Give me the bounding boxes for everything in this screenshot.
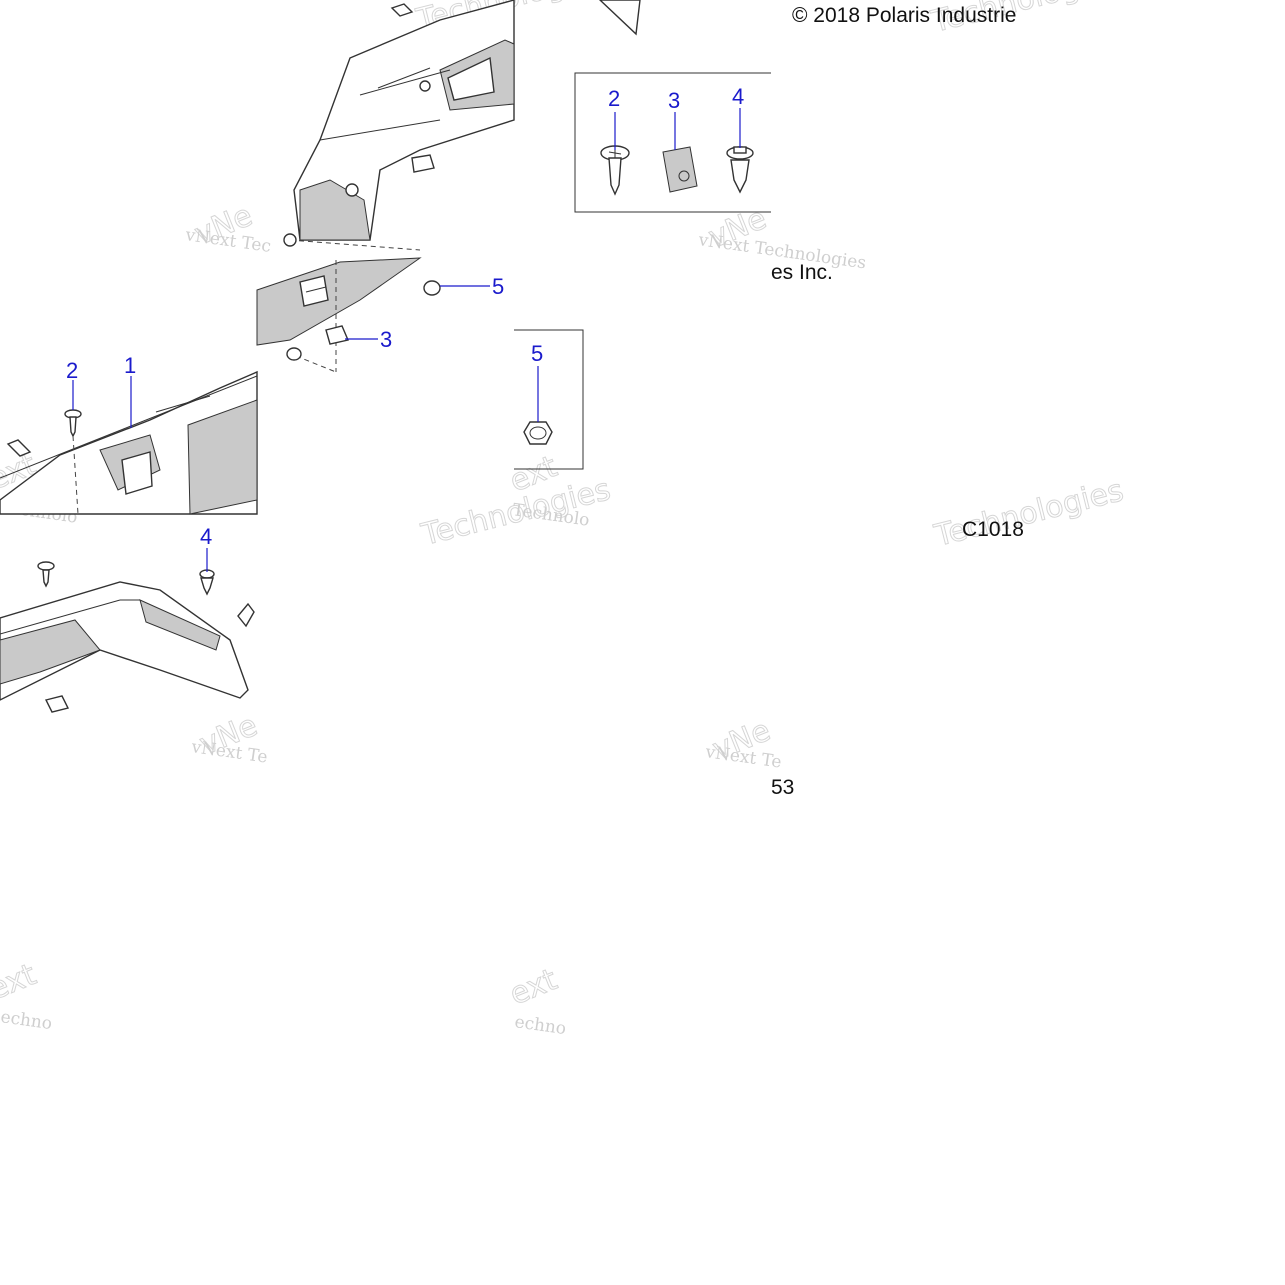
kit-rivet: 4 bbox=[726, 84, 754, 194]
callout-nut-box: 5 bbox=[531, 341, 543, 366]
callout-fender-part: 1 bbox=[124, 353, 136, 378]
callout-clip-main: 3 bbox=[380, 327, 392, 352]
callout-nut-main: 5 bbox=[492, 274, 504, 299]
nut-main: 5 bbox=[423, 274, 504, 299]
kit-screw: 2 bbox=[600, 86, 630, 196]
fragment-text-a: es Inc. bbox=[771, 261, 833, 284]
rivet-main: 4 bbox=[199, 524, 215, 596]
copyright-text: © 2018 Polaris Industrie bbox=[792, 4, 1016, 27]
callout-screw-main: 2 bbox=[66, 358, 78, 383]
bracket-section: 5 3 bbox=[256, 257, 504, 373]
screw-main: 2 bbox=[64, 358, 82, 515]
watermark-tech-4: Technologies bbox=[930, 473, 1126, 554]
watermark-echno-2: echno bbox=[513, 1012, 567, 1039]
kit-clip: 3 bbox=[662, 88, 698, 193]
watermarks: Technologies Technologies vNe vNe Techno… bbox=[0, 0, 1127, 1039]
callout-kit-screw: 2 bbox=[608, 86, 620, 111]
callout-rivet-main: 4 bbox=[200, 524, 212, 549]
fender-upper-section bbox=[283, 0, 641, 251]
fragment-text-b: 53 bbox=[771, 776, 794, 799]
watermark-echno-1: echno bbox=[0, 1007, 53, 1034]
callout-kit-clip: 3 bbox=[668, 88, 680, 113]
hardware-kit-box: 2 3 4 bbox=[574, 72, 771, 213]
watermark-ext-4: ext bbox=[505, 962, 562, 1012]
clip-main: 3 bbox=[325, 325, 392, 352]
fender-lower-section: 4 bbox=[0, 524, 255, 713]
callout-kit-rivet: 4 bbox=[732, 84, 744, 109]
watermark-ext-3: ext bbox=[0, 957, 41, 1007]
fender-part-1: 1 2 bbox=[0, 353, 258, 515]
nut-detail-box: 5 bbox=[514, 329, 584, 470]
diagram-code: C1018 bbox=[962, 518, 1024, 541]
